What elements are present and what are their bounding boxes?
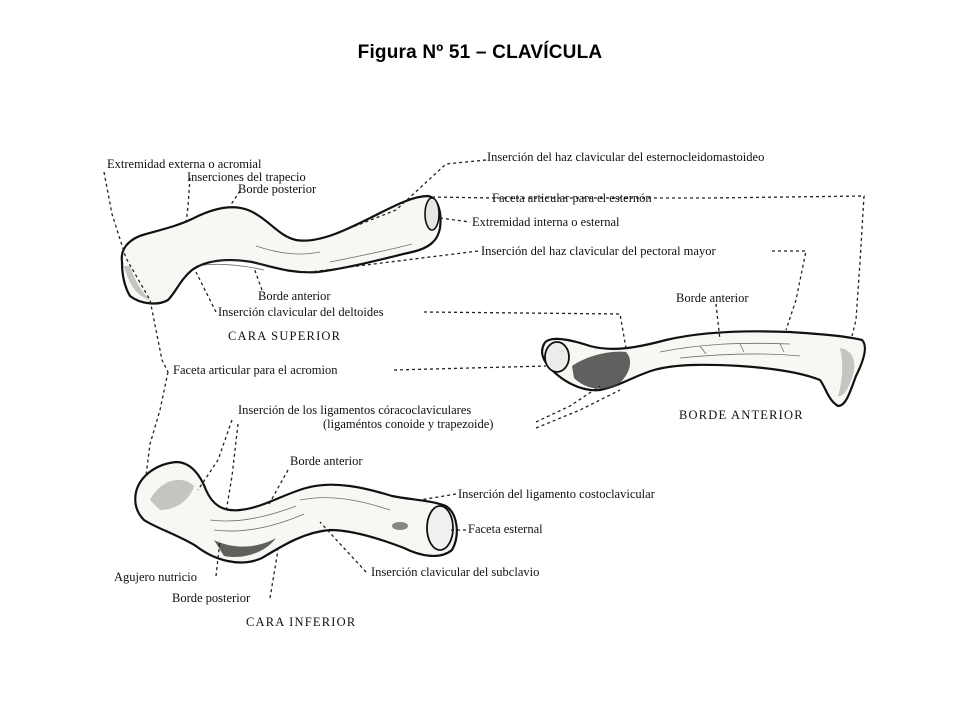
label-borde-posterior-bottom: Borde posterior — [172, 591, 251, 605]
label-insercion-deltoides: Inserción clavicular del deltoides — [218, 305, 384, 319]
label-insercion-subclavio: Inserción clavicular del subclavio — [371, 565, 539, 579]
clavicle-superior-view — [120, 194, 442, 305]
figure-title: Figura Nº 51 – CLAVÍCULA — [357, 42, 603, 63]
label-haz-esternocleidomastoideo: Inserción del haz clavicular del esterno… — [487, 150, 764, 164]
label-faceta-esternal: Faceta esternal — [468, 522, 543, 536]
caption-cara-superior: CARA SUPERIOR — [228, 329, 341, 343]
leader-lines — [103, 159, 865, 599]
label-borde-anterior-mid: Borde anterior — [676, 291, 749, 305]
label-ligamentos-line1: Inserción de los ligamentos córacoclavic… — [238, 403, 471, 417]
caption-borde-anterior: BORDE ANTERIOR — [679, 408, 804, 422]
label-borde-posterior-top: Borde posterior — [238, 182, 317, 196]
label-extremidad-externa: Extremidad externa o acromial — [107, 157, 262, 171]
label-agujero-nutricio: Agujero nutricio — [114, 570, 197, 584]
label-faceta-esternon: Faceta articular para el esternón — [492, 191, 652, 205]
clavicle-inferior-view — [134, 460, 458, 564]
label-borde-anterior-top: Borde anterior — [258, 289, 331, 303]
label-extremidad-interna: Extremidad interna o esternal — [472, 215, 620, 229]
clavicle-anterior-view — [541, 330, 866, 408]
caption-cara-inferior: CARA INFERIOR — [246, 615, 356, 629]
label-haz-pectoral-mayor: Inserción del haz clavicular del pectora… — [481, 244, 716, 258]
label-borde-anterior-bottom: Borde anterior — [290, 454, 363, 468]
label-ligamentos-line2: (ligaméntos conoide y trapezoide) — [323, 417, 493, 431]
label-ligamento-costoclavicular: Inserción del ligamento costoclavicular — [458, 487, 656, 501]
label-inserciones-trapecio: Inserciones del trapecio — [187, 170, 306, 184]
label-faceta-acromion: Faceta articular para el acromion — [173, 363, 338, 377]
